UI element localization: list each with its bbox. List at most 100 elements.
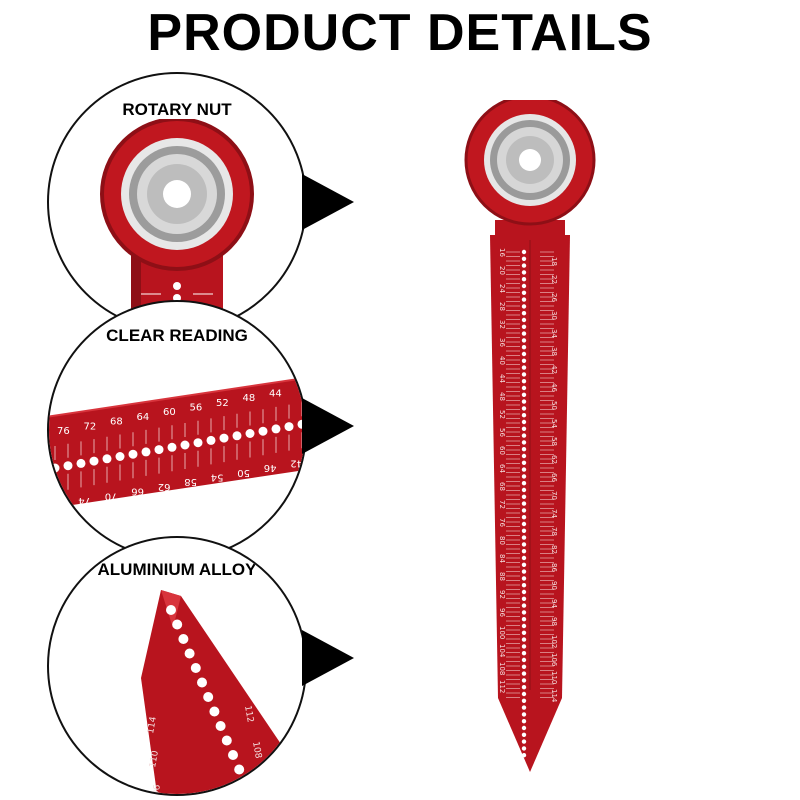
marking-hole xyxy=(180,440,190,450)
scale-number: 64 xyxy=(137,412,150,423)
scale-number: 74 xyxy=(550,509,558,518)
scale-number: 106 xyxy=(550,653,558,667)
marking-hole xyxy=(521,725,527,731)
scale-number: 24 xyxy=(498,284,506,293)
rotary-nut-label: ROTARY NUT xyxy=(49,100,305,120)
scale-number: 78 xyxy=(550,527,558,536)
scale-number: 54 xyxy=(550,419,558,428)
marking-hole xyxy=(521,277,527,282)
scale-number: 58 xyxy=(550,437,558,446)
marking-hole xyxy=(521,637,527,642)
marking-hole xyxy=(521,413,527,418)
marking-hole xyxy=(271,424,281,434)
marking-hole xyxy=(521,426,527,431)
scale-number: 70 xyxy=(105,490,118,501)
marking-hole xyxy=(141,447,151,457)
scale-number: 90 xyxy=(550,581,558,590)
page-title: PRODUCT DETAILS xyxy=(147,4,653,62)
scale-number: 112 xyxy=(498,680,506,693)
marking-hole xyxy=(521,385,527,391)
marking-hole xyxy=(521,256,527,261)
marking-hole xyxy=(521,719,527,724)
marking-hole xyxy=(521,331,527,336)
scale-number: 32 xyxy=(498,320,506,329)
marking-hole xyxy=(521,508,527,513)
marking-hole xyxy=(115,452,125,461)
marking-hole xyxy=(521,311,527,316)
scale-number: 92 xyxy=(498,590,506,599)
marking-hole xyxy=(219,433,229,443)
marking-hole xyxy=(521,644,527,649)
aluminium-alloy-label: ALUMINIUM ALLOY xyxy=(49,560,305,580)
marking-hole xyxy=(521,685,527,690)
marking-hole xyxy=(521,501,527,506)
marking-hole xyxy=(258,426,268,436)
scale-number: 98 xyxy=(550,617,558,626)
marking-hole xyxy=(521,365,527,370)
scale-number: 110 xyxy=(550,671,558,684)
scale-number: 108 xyxy=(250,741,263,760)
marking-hole xyxy=(167,442,177,452)
marking-hole xyxy=(172,619,183,630)
marking-hole xyxy=(521,528,527,533)
clear-reading-label: CLEAR READING xyxy=(49,326,305,346)
scale-number: 66 xyxy=(550,473,558,482)
scale-number: 40 xyxy=(498,356,506,365)
marking-hole xyxy=(63,461,73,471)
scale-number: 62 xyxy=(550,455,558,464)
marking-hole xyxy=(102,454,112,464)
marking-hole xyxy=(190,663,201,673)
marking-hole xyxy=(521,651,527,656)
marking-hole xyxy=(228,750,238,760)
marking-hole xyxy=(521,447,527,452)
scale-number: 100 xyxy=(498,626,506,639)
marking-hole xyxy=(521,297,527,302)
scale-number: 22 xyxy=(550,275,558,284)
marking-hole xyxy=(284,422,294,432)
marking-hole xyxy=(50,463,60,473)
marking-hole xyxy=(206,435,216,445)
clear-reading-pointer-icon xyxy=(302,398,354,454)
marking-hole xyxy=(521,746,527,751)
scale-number: 114 xyxy=(550,689,558,703)
scale-number: 20 xyxy=(498,266,506,275)
scale-number: 84 xyxy=(498,554,506,563)
marking-hole xyxy=(521,324,527,329)
marking-hole xyxy=(128,449,138,459)
marking-hole xyxy=(521,698,527,703)
marking-hole xyxy=(521,379,527,384)
marking-hole xyxy=(521,712,527,717)
marking-hole xyxy=(521,603,527,608)
scale-number: 42 xyxy=(550,365,558,374)
marking-hole xyxy=(521,555,527,561)
marking-hole xyxy=(521,467,527,472)
scale-number: 70 xyxy=(550,491,558,500)
scale-number: 50 xyxy=(237,467,250,478)
marking-hole xyxy=(521,691,527,697)
marking-hole xyxy=(521,664,527,669)
marking-hole xyxy=(521,351,527,357)
scale-number: 36 xyxy=(498,338,506,347)
marking-hole xyxy=(521,392,527,397)
scale-number: 64 xyxy=(498,464,506,473)
scale-number: 60 xyxy=(498,446,506,455)
marking-hole xyxy=(521,474,527,479)
scale-number: 34 xyxy=(550,329,558,338)
marking-hole xyxy=(521,487,527,493)
scale-number: 94 xyxy=(550,599,558,608)
scale-number: 62 xyxy=(158,481,171,492)
scale-number: 86 xyxy=(550,563,558,572)
scale-number: 56 xyxy=(498,428,506,437)
marking-hole xyxy=(521,290,527,295)
marking-hole xyxy=(521,338,527,343)
marking-hole xyxy=(521,617,527,622)
scale-number: 80 xyxy=(498,536,506,545)
scale-number: 60 xyxy=(163,407,176,418)
marking-hole xyxy=(203,692,214,702)
marking-hole xyxy=(193,438,203,448)
marking-hole xyxy=(521,453,527,459)
marking-hole xyxy=(521,542,527,547)
scale-number: 44 xyxy=(269,388,282,399)
rotary-nut-callout: ROTARY NUT xyxy=(47,72,307,332)
